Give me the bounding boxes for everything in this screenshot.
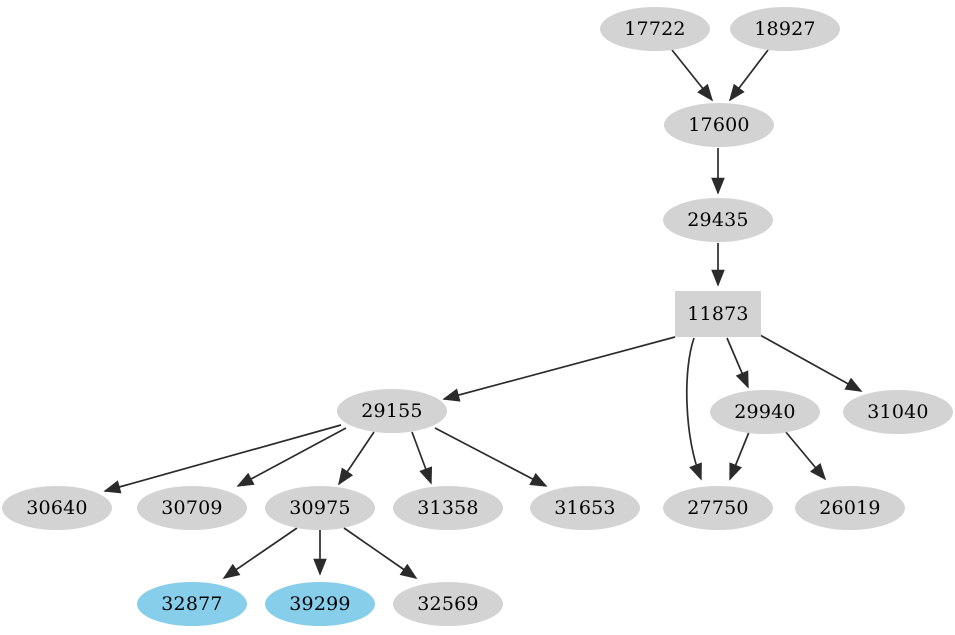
graph-node-label: 11873 <box>687 302 749 325</box>
graph-node-30640[interactable]: 30640 <box>2 486 112 530</box>
graph-node-18927[interactable]: 18927 <box>730 7 840 51</box>
graph-edge-29155-to-30975 <box>338 431 375 486</box>
graph-node-29435[interactable]: 29435 <box>663 198 773 242</box>
graph-edge-29940-to-27750 <box>729 431 750 481</box>
graph-node-31358[interactable]: 31358 <box>393 486 503 530</box>
graph-node-label: 30709 <box>161 496 223 519</box>
graph-node-label: 17722 <box>624 17 686 40</box>
graph-node-31040[interactable]: 31040 <box>843 390 953 434</box>
graph-edge-29155-to-30709 <box>236 427 347 487</box>
graph-edge-11873-to-29940 <box>726 337 749 389</box>
graph-node-label: 30640 <box>26 496 88 519</box>
graph-edge-11873-to-27750 <box>685 337 702 481</box>
graph-node-17600[interactable]: 17600 <box>664 103 774 147</box>
graph-node-29155[interactable]: 29155 <box>337 389 447 433</box>
graph-node-label: 29435 <box>687 208 749 231</box>
graph-node-label: 31653 <box>554 496 616 519</box>
graph-node-30709[interactable]: 30709 <box>137 486 247 530</box>
graph-node-label: 29940 <box>734 400 796 423</box>
graph-edge-29155-to-31653 <box>434 427 548 487</box>
graph-node-32877[interactable]: 32877 <box>137 582 247 626</box>
graph-edge-17722-to-17600 <box>671 49 714 102</box>
graph-node-label: 39299 <box>289 592 351 615</box>
graph-node-label: 17600 <box>688 113 750 136</box>
graph-node-39299[interactable]: 39299 <box>265 582 375 626</box>
graph-node-label: 32569 <box>417 592 479 615</box>
graph-edge-30975-to-32877 <box>222 527 298 579</box>
graph-edge-29155-to-31358 <box>411 431 433 485</box>
graph-node-32569[interactable]: 32569 <box>393 582 503 626</box>
graph-node-label: 29155 <box>361 399 423 422</box>
graph-node-26019[interactable]: 26019 <box>795 486 905 530</box>
graph-edge-18927-to-17600 <box>728 49 769 102</box>
graph-node-27750[interactable]: 27750 <box>663 486 773 530</box>
graph-node-label: 31040 <box>867 400 929 423</box>
graph-edge-29155-to-30640 <box>103 424 342 494</box>
graph-node-30975[interactable]: 30975 <box>265 486 375 530</box>
graph-node-31653[interactable]: 31653 <box>530 486 640 530</box>
graph-node-label: 18927 <box>754 17 816 40</box>
graph-edge-29940-to-26019 <box>784 430 827 481</box>
graph-node-label: 31358 <box>417 496 479 519</box>
graph-edge-30975-to-32569 <box>343 527 418 579</box>
graph-node-label: 27750 <box>687 496 749 519</box>
graph-edge-11873-to-31040 <box>759 334 863 392</box>
graph-node-17722[interactable]: 17722 <box>600 7 710 51</box>
graph-node-label: 30975 <box>289 496 351 519</box>
graph-node-29940[interactable]: 29940 <box>710 390 820 434</box>
graph-node-label: 26019 <box>819 496 881 519</box>
graph-node-11873[interactable]: 11873 <box>675 291 761 337</box>
graph-edge-11873-to-29155 <box>442 336 676 402</box>
graph-node-label: 32877 <box>161 592 223 615</box>
